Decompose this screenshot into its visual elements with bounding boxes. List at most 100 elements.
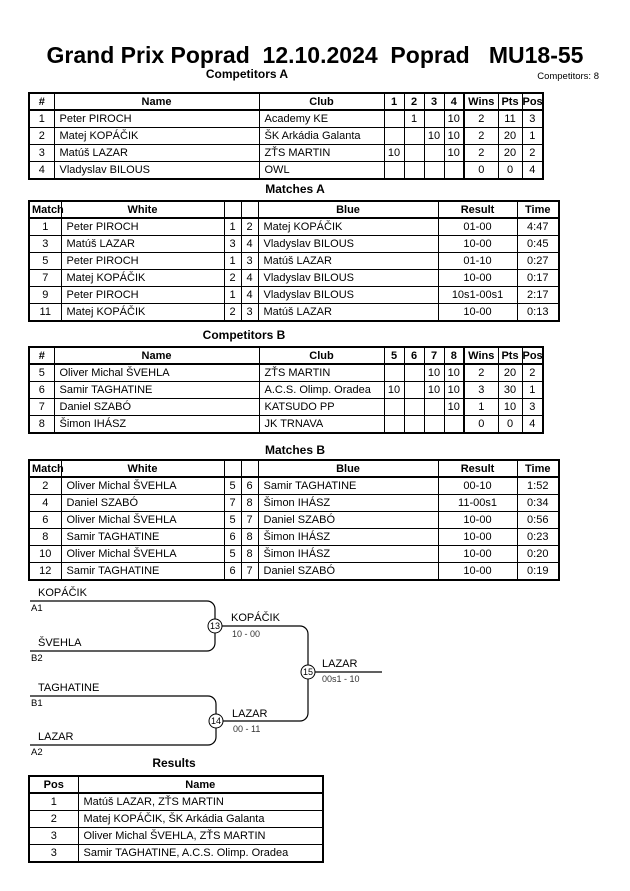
col-pos: Pos — [521, 346, 544, 365]
col-pts: Pts — [497, 92, 523, 111]
col-name: Name — [53, 346, 260, 365]
col-3: 3 — [423, 92, 445, 111]
col-white-num — [223, 459, 242, 478]
table-header-row: # Name Club 5 6 7 8 Wins Pts Pos — [28, 346, 544, 365]
col-result: Result — [437, 200, 518, 219]
bracket-sf1-top-name: KOPÁČIK — [38, 587, 87, 599]
col-7: 7 — [423, 346, 445, 365]
section-title-matches-a: Matches A — [265, 182, 325, 196]
bracket-diagram: 13 14 15 — [30, 600, 382, 746]
col-match: Match — [28, 200, 64, 219]
col-num: # — [28, 92, 55, 111]
col-wins: Wins — [463, 92, 499, 111]
col-blue: Blue — [257, 459, 439, 478]
bracket-match13-score: 10 - 00 — [232, 629, 261, 639]
col-club: Club — [258, 346, 385, 365]
col-blue-num — [240, 200, 259, 219]
col-name: Name — [77, 775, 324, 794]
col-blue: Blue — [257, 200, 439, 219]
col-num: # — [28, 346, 55, 365]
match-14-number: 14 — [211, 716, 221, 726]
bracket-line-winner14 — [216, 672, 309, 722]
col-2: 2 — [403, 92, 425, 111]
bracket-match14-score: 00 - 11 — [233, 724, 261, 734]
bracket-final-score: 00s1 - 10 — [322, 674, 360, 684]
match-13-circle — [207, 618, 223, 634]
col-club: Club — [258, 92, 385, 111]
col-name: Name — [53, 92, 260, 111]
col-4: 4 — [443, 92, 465, 111]
col-pts: Pts — [497, 346, 523, 365]
col-white: White — [60, 459, 225, 478]
table-header-row: Match White Blue Result Time — [28, 459, 560, 478]
bracket-match13-winner: KOPÁČIK — [231, 612, 280, 624]
table-header-row: Pos Name — [28, 775, 324, 794]
col-result: Result — [437, 459, 518, 478]
bracket-sf2-top-name: TAGHATINE — [38, 682, 100, 694]
bracket-sf1-top-seed: A1 — [31, 603, 43, 614]
bracket-sf1-bottom-seed: B2 — [31, 653, 43, 664]
match-15-circle — [300, 664, 316, 680]
section-title-competitors-b: Competitors B — [202, 328, 286, 342]
competitors-count: Competitors: 8 — [537, 71, 599, 82]
table-header-row: Match White Blue Result Time — [28, 200, 560, 219]
section-title-results: Results — [152, 756, 196, 770]
bracket-sf2-bottom-name: LAZAR — [38, 731, 74, 743]
col-blue-num — [240, 459, 259, 478]
bracket-final-winner: LAZAR — [322, 658, 358, 670]
col-1: 1 — [383, 92, 405, 111]
section-title-matches-b: Matches B — [264, 443, 326, 457]
col-white-num — [223, 200, 242, 219]
col-time: Time — [516, 200, 560, 219]
bracket-sf2-bottom-seed: A2 — [31, 747, 43, 758]
bracket-sf2-top-seed: B1 — [31, 698, 43, 709]
col-8: 8 — [443, 346, 465, 365]
section-title-competitors-a: Competitors A — [205, 67, 289, 81]
bracket-sf1-bottom-name: ŠVEHLA — [38, 637, 82, 649]
match-14-circle — [208, 713, 224, 729]
bracket-match14-winner: LAZAR — [232, 708, 268, 720]
match-13-number: 13 — [210, 621, 220, 631]
col-white: White — [60, 200, 225, 219]
bracket-line-winner13 — [215, 625, 309, 672]
table-header-row: # Name Club 1 2 3 4 Wins Pts Pos — [28, 92, 544, 111]
col-wins: Wins — [463, 346, 499, 365]
col-6: 6 — [403, 346, 425, 365]
col-time: Time — [516, 459, 560, 478]
page-title: Grand Prix Poprad 12.10.2024 Poprad MU18… — [46, 42, 584, 68]
col-match: Match — [28, 459, 64, 478]
match-15-number: 15 — [303, 667, 313, 677]
col-5: 5 — [383, 346, 405, 365]
col-pos: Pos — [28, 775, 79, 794]
col-pos: Pos — [521, 92, 544, 111]
